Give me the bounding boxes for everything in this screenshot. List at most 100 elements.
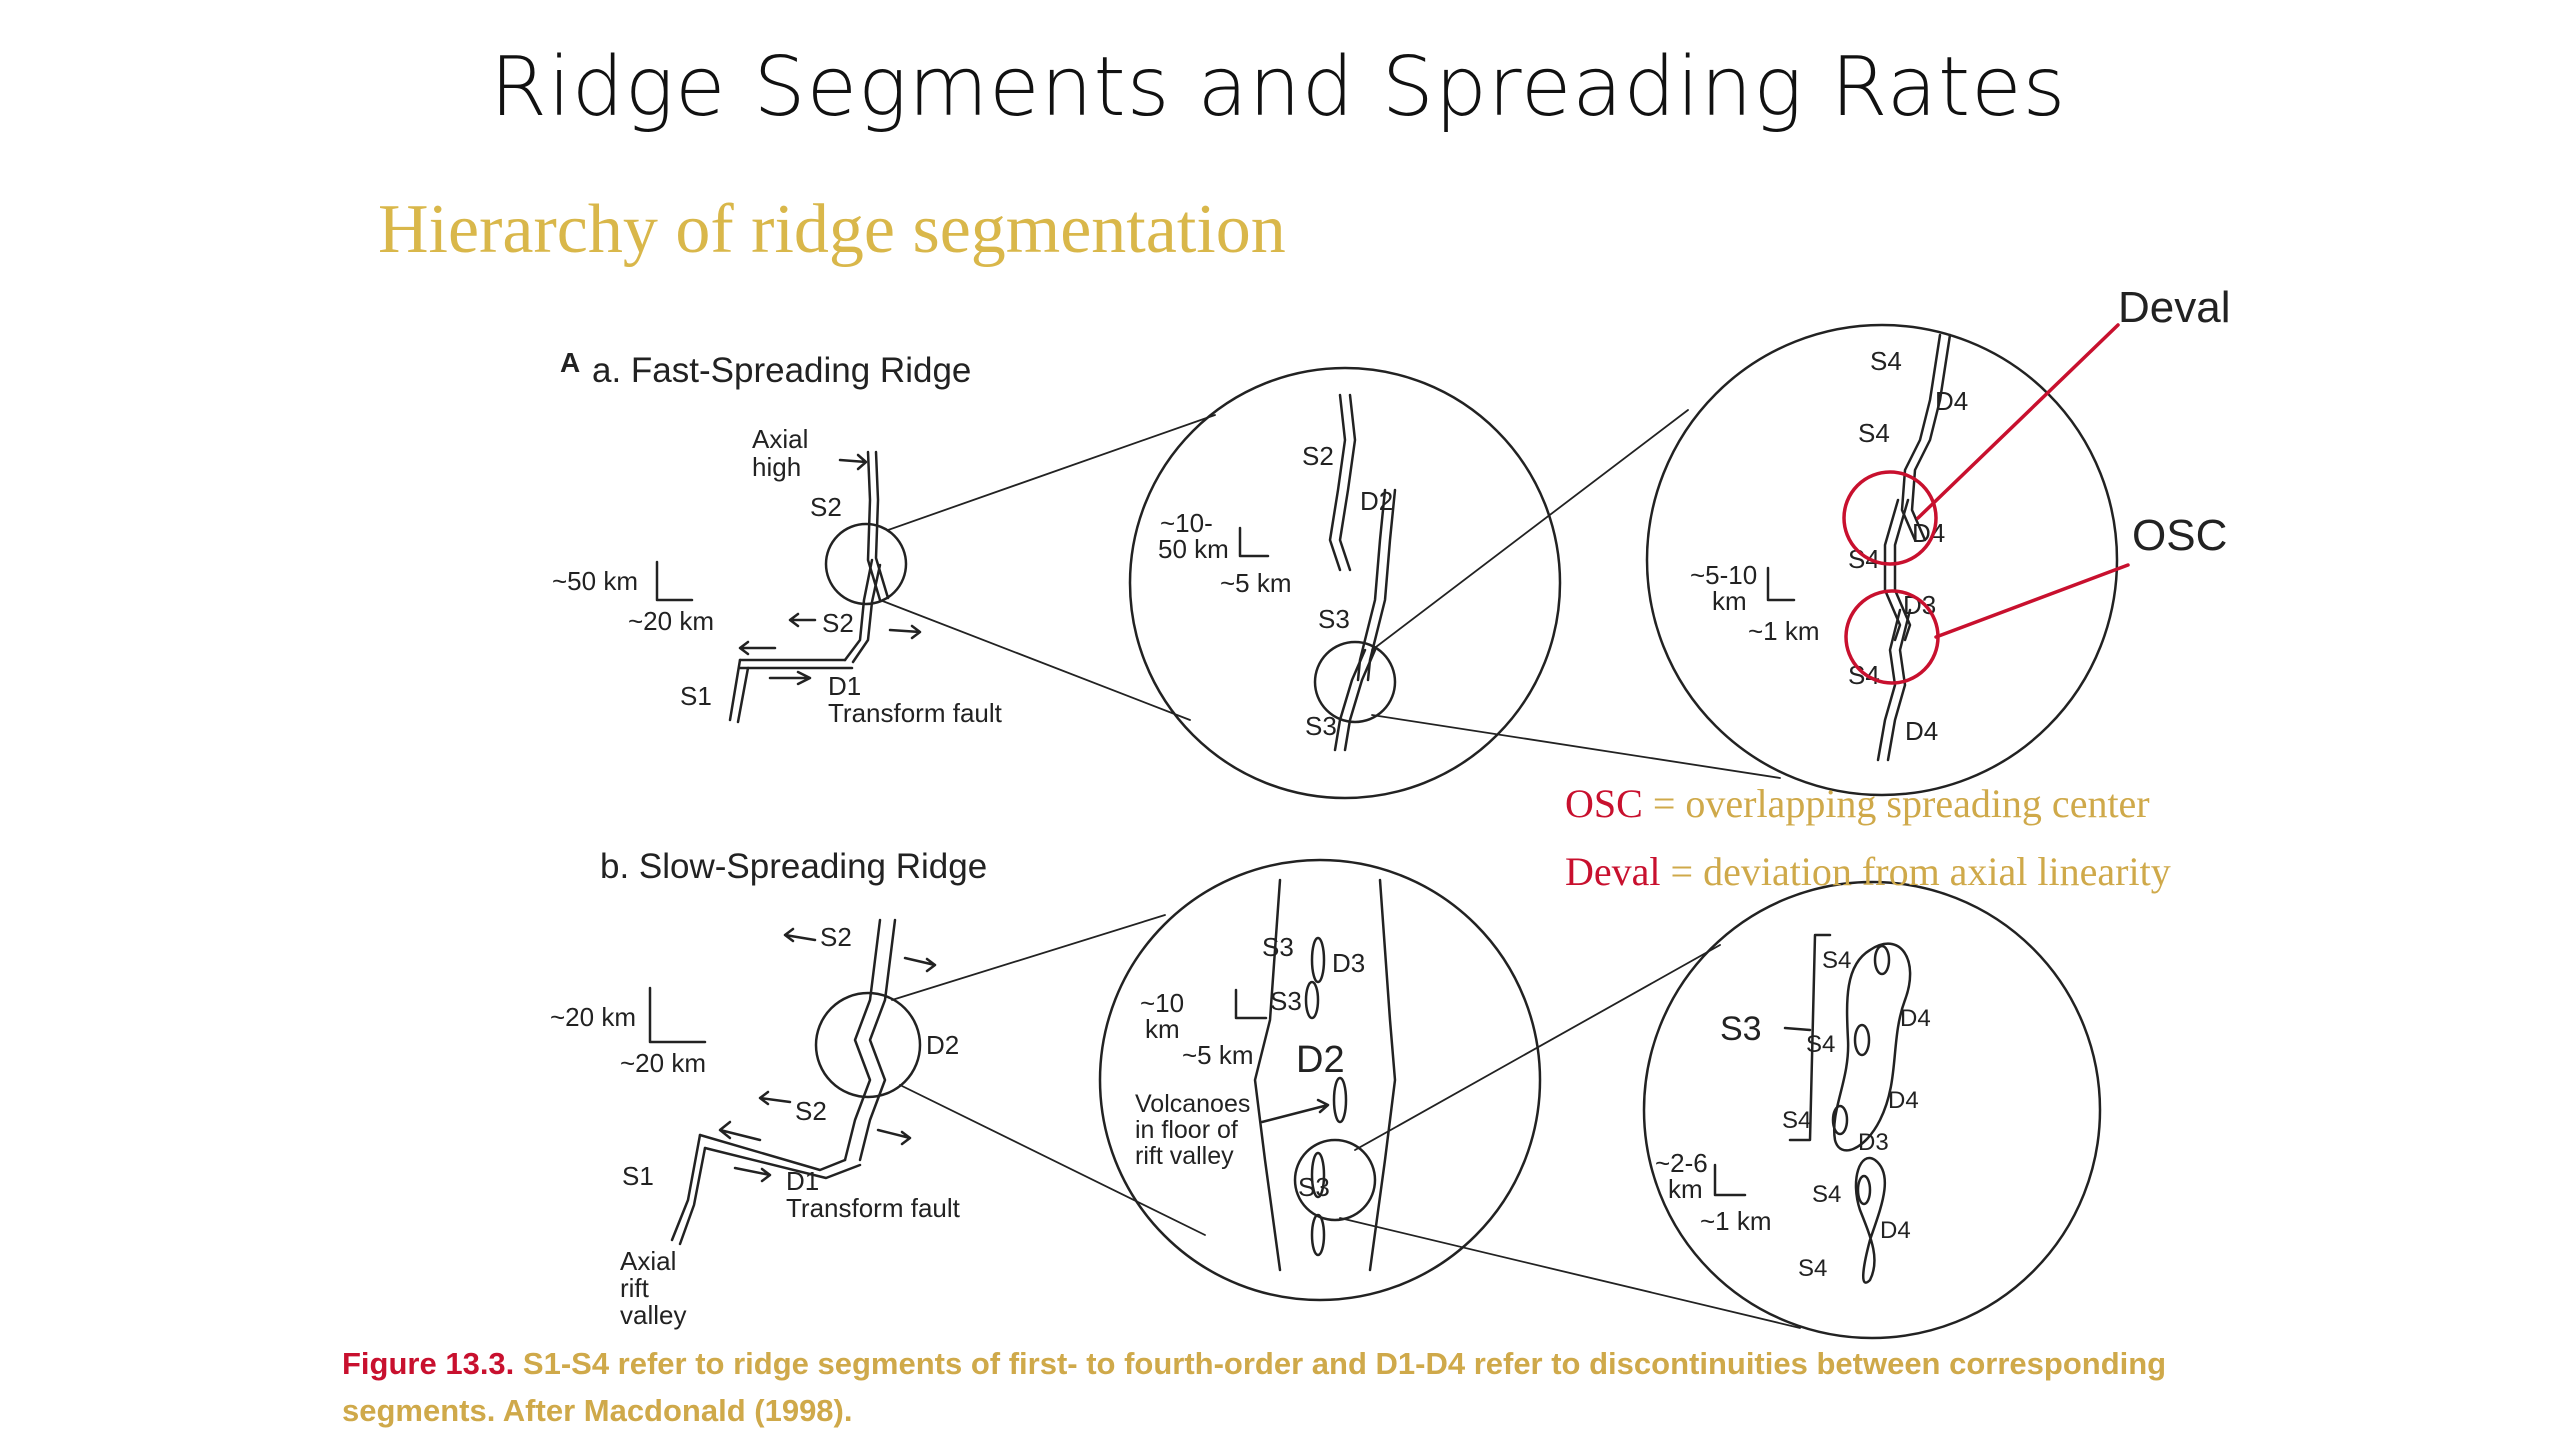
slow-s1-ridge (670, 1133, 707, 1246)
deval-leader (1916, 323, 2120, 520)
fast-z1-scale (1238, 526, 1270, 558)
fast-z1-ridge-c (1333, 648, 1377, 752)
slow-scale-h: ~20 km (620, 1048, 706, 1078)
axial-high-label: Axial (752, 424, 808, 454)
slow-z2-scale-v1: ~2-6 (1655, 1148, 1708, 1178)
osc-callout: OSC (2132, 511, 2227, 560)
slow-zoom1-circle (1098, 858, 1542, 1302)
legend-deval-text: = deviation from axial linearity (1660, 849, 2171, 894)
caption-text: S1-S4 refer to ridge segments of first- … (342, 1346, 2167, 1428)
fast-s2-mid: S2 (822, 608, 854, 638)
fast-ridge-upper-a (866, 450, 882, 602)
s3-bracket (1788, 933, 1832, 1142)
slow-z1-d3: D3 (1332, 948, 1365, 978)
slow-z2-segments-upper (1832, 942, 1912, 1152)
slow-z2-d3: D3 (1858, 1129, 1889, 1156)
slow-rift-label-3: valley (620, 1300, 686, 1330)
fast-z1-ridge-a (1328, 393, 1347, 572)
fast-z2-scale-h: ~1 km (1748, 616, 1820, 646)
volcano-arrow (1260, 1098, 1330, 1124)
slow-zoom2 (1642, 880, 2102, 1340)
axial-high-label-2: high (752, 452, 801, 482)
fast-z2-s4c: S4 (1848, 544, 1880, 574)
slide-title: Ridge Segments and Spreading Rates (490, 40, 2067, 135)
slow-scale-bar (648, 986, 707, 1044)
fast-z2-scale (1766, 566, 1796, 602)
slow-z2-volcano-a (1873, 944, 1891, 976)
slow-z2-segments-lower (1854, 1156, 1887, 1284)
fast-ridge-lower-a (843, 558, 874, 662)
fast-z2-d4c: D4 (1905, 716, 1938, 746)
slow-s1: S1 (622, 1161, 654, 1191)
legend-osc-text: = overlapping spreading center (1642, 781, 2150, 826)
fast-zoom1 (1128, 366, 1562, 800)
legend-osc-key: OSC (1565, 781, 1643, 826)
slow-z1-s3a: S3 (1262, 932, 1294, 962)
slow-connector-lines (891, 914, 1206, 1236)
slow-z1-d2: D2 (1296, 1039, 1345, 1081)
fast-z1-s3b: S3 (1305, 711, 1337, 741)
fast-transform-arrow-right (768, 670, 812, 686)
fast-arrow-right (888, 624, 922, 640)
fast-z1-scale-v2: 50 km (1158, 534, 1229, 564)
fast-ridge-upper-b (874, 450, 890, 600)
fast-overview (655, 450, 922, 724)
fast-scale-v: ~50 km (552, 566, 638, 596)
deval-circle (1842, 470, 1938, 566)
fast-transform-arrow-left (738, 640, 777, 656)
slow-zoom2-circle (1642, 880, 2102, 1340)
slow-z2-d4c: D4 (1880, 1217, 1911, 1244)
slow-z2-volcano-c (1831, 1104, 1849, 1136)
slow-s2-top: S2 (820, 922, 852, 952)
slow-rift-label: Axial (620, 1246, 676, 1276)
slow-z1-scale (1234, 988, 1268, 1020)
slow-z2-scale-h: ~1 km (1700, 1206, 1772, 1236)
fast-zoom-circle-small (824, 522, 908, 606)
slow-z2-scale (1713, 1163, 1747, 1197)
legend-deval: Deval = deviation from axial linearity (1565, 848, 2171, 895)
slow-d1: D1 (786, 1166, 819, 1196)
fast-scale-h: ~20 km (628, 606, 714, 636)
fast-s1-ridge (728, 658, 750, 724)
fast-z1-s3: S3 (1318, 604, 1350, 634)
slow-z2-d4a: D4 (1900, 1005, 1931, 1032)
slow-z1-volcano-4 (1310, 1151, 1326, 1199)
slow-z2-s4e: S4 (1798, 1255, 1827, 1282)
red-callouts (1842, 323, 2130, 685)
slow-overview (648, 918, 937, 1246)
fast-z1-s2: S2 (1302, 441, 1334, 471)
fast-scale-bar (655, 560, 694, 602)
fast-z1-scale-h: ~5 km (1220, 568, 1292, 598)
slow-zoom-circle-small (814, 991, 922, 1099)
fast-s1: S1 (680, 681, 712, 711)
slow-transform (698, 1133, 862, 1180)
fast-zoom1-circle (1128, 366, 1562, 800)
fast-connector-lines (879, 414, 1216, 721)
slow-ridge-a (843, 918, 882, 1162)
fast-heading: a. Fast-Spreading Ridge (592, 351, 971, 390)
fast-z2-scale-v1: ~5-10 (1690, 560, 1757, 590)
slow-z2-s4c: S4 (1782, 1107, 1811, 1134)
volcano-label-2: in floor of (1135, 1116, 1238, 1144)
slow-s2-mid: S2 (795, 1096, 827, 1126)
slow-z2-volcano-d (1856, 1174, 1872, 1206)
slow-z2-s3: S3 (1720, 1010, 1762, 1048)
slow-z1-scale-v1: ~10 (1140, 988, 1184, 1018)
slow-z1-wall-right (1368, 878, 1397, 1272)
fast-z1-d2: D2 (1360, 486, 1393, 516)
slow-z2-s4b: S4 (1806, 1031, 1835, 1058)
fast-zoom2-circle (1645, 323, 2119, 797)
slow-z1-wall-left (1253, 878, 1282, 1272)
slow-rift-label-2: rift (620, 1273, 650, 1303)
fast-z2-s4a: S4 (1870, 346, 1902, 376)
slow-scale-v: ~20 km (550, 1002, 636, 1032)
slow-arrow-left (783, 927, 817, 943)
slow-z1-s3b: S3 (1270, 986, 1302, 1016)
slow-z1-volcano-1 (1310, 936, 1326, 984)
caption-label: Figure 13.3. (342, 1346, 515, 1381)
fast-z2-d4a: D4 (1935, 386, 1968, 416)
panel-letter: A (560, 347, 580, 378)
fast-z2-scale-v2: km (1712, 586, 1747, 616)
fast-z1-ridge-b (1356, 488, 1387, 682)
